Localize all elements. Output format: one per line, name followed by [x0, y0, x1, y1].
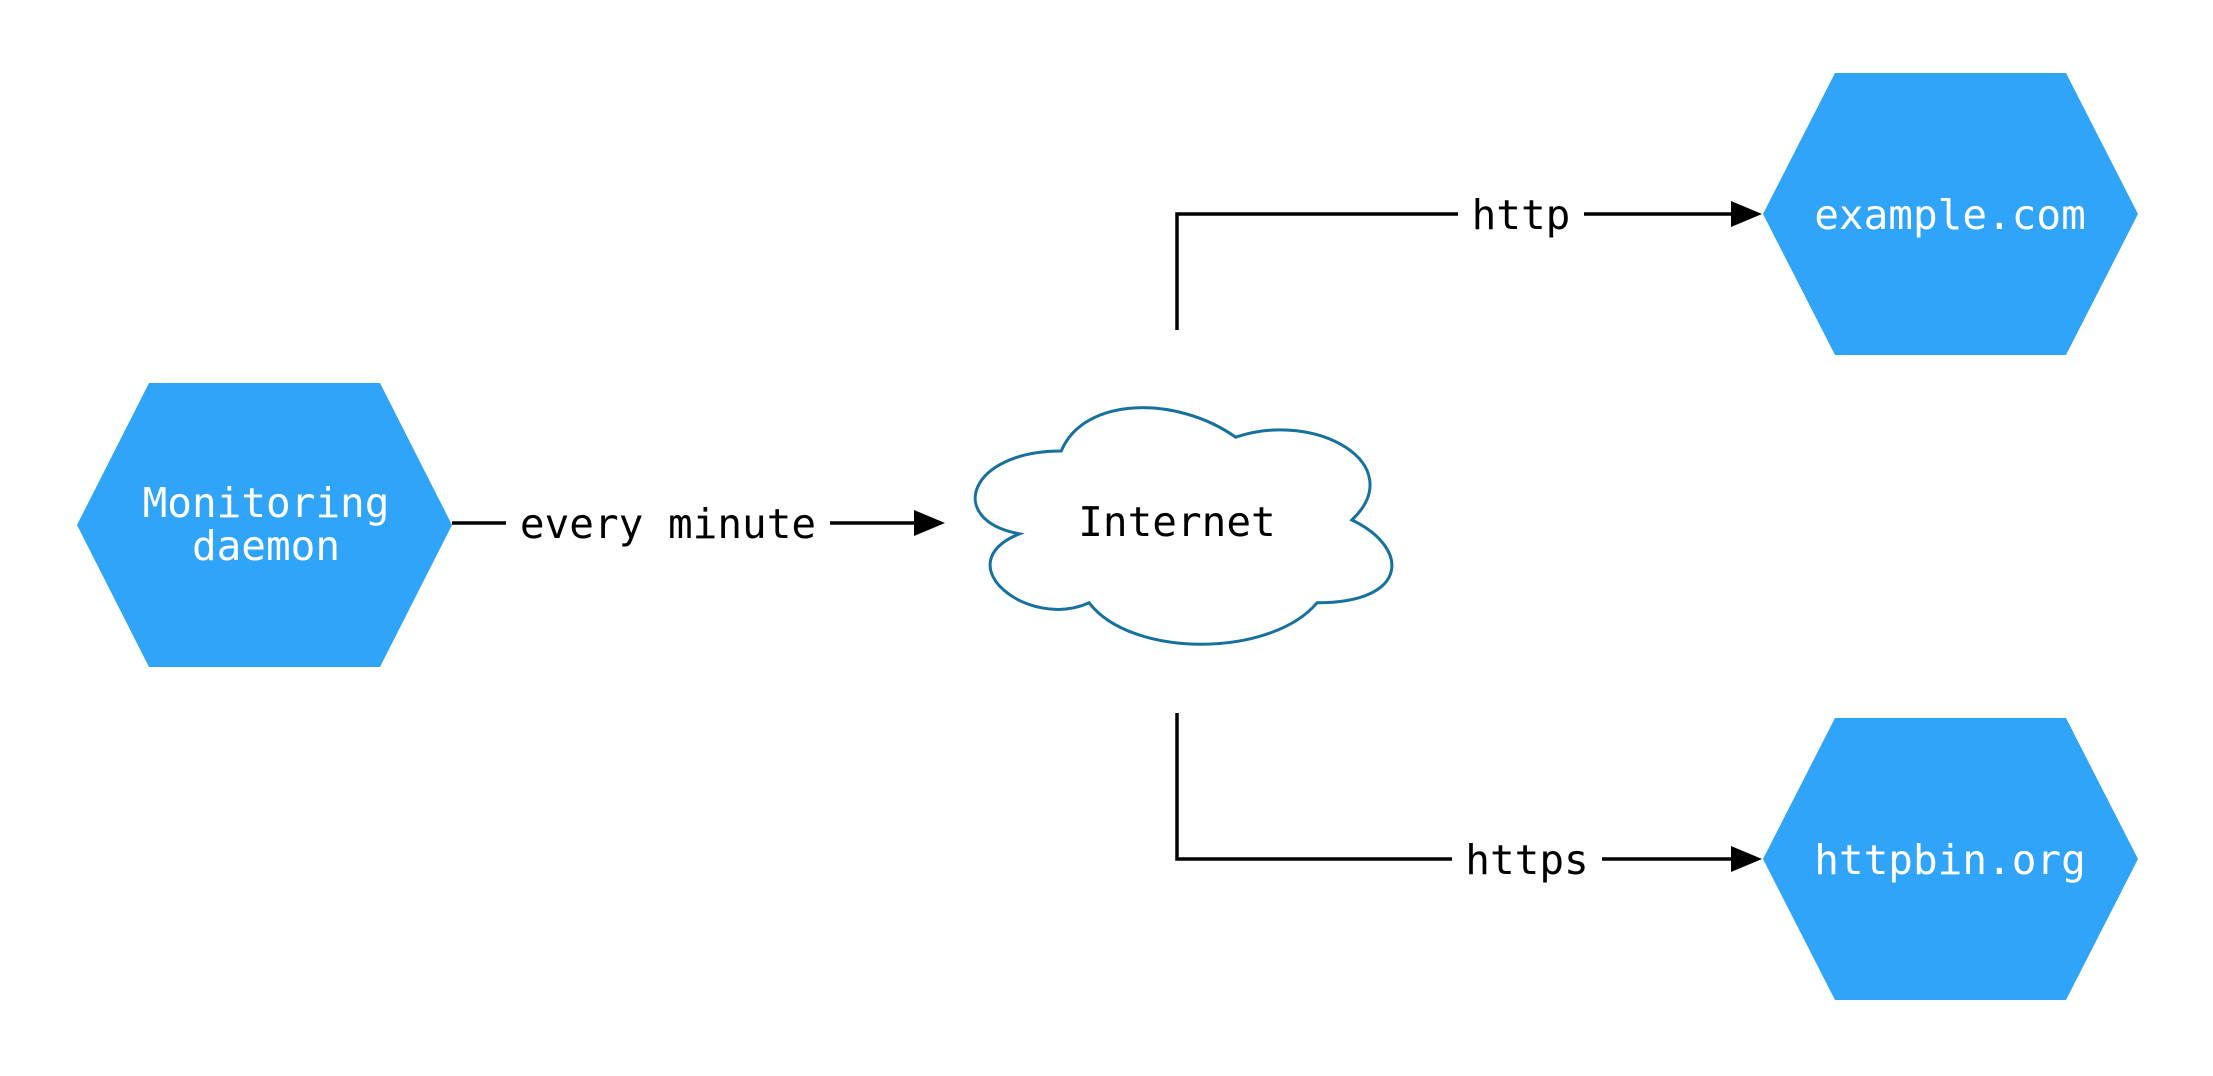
monitoring-daemon-hexagon — [77, 383, 452, 667]
node-example-com: example.com — [1763, 73, 2138, 355]
edge-every-minute-arrowhead — [914, 510, 945, 536]
edge-https-label: https — [1465, 836, 1588, 884]
example-com-hexagon — [1763, 73, 2138, 355]
edge-http-arrowhead — [1731, 201, 1762, 227]
monitoring-daemon-label-line2: daemon — [192, 522, 340, 570]
edge-http: http — [1175, 187, 1762, 330]
edge-every-minute: every minute — [452, 496, 945, 550]
example-com-label: example.com — [1814, 191, 2086, 239]
monitoring-daemon-label-line1: Monitoring — [143, 479, 390, 527]
edge-https-label-mask — [1452, 832, 1602, 886]
internet-cloud — [973, 406, 1394, 646]
node-monitoring-daemon: Monitoring daemon — [77, 383, 452, 667]
edge-https-arrowhead — [1731, 846, 1762, 872]
edge-http-label-mask — [1458, 187, 1584, 241]
edge-http-label: http — [1472, 191, 1571, 239]
httpbin-org-label: httpbin.org — [1814, 836, 2086, 884]
node-internet: Internet — [973, 406, 1394, 646]
httpbin-org-hexagon — [1763, 718, 2138, 1000]
edge-every-minute-label-mask — [506, 496, 830, 550]
edge-https: https — [1175, 713, 1762, 886]
edge-every-minute-label: every minute — [520, 500, 816, 548]
internet-label: Internet — [1078, 498, 1275, 546]
node-httpbin-org: httpbin.org — [1763, 718, 2138, 1000]
